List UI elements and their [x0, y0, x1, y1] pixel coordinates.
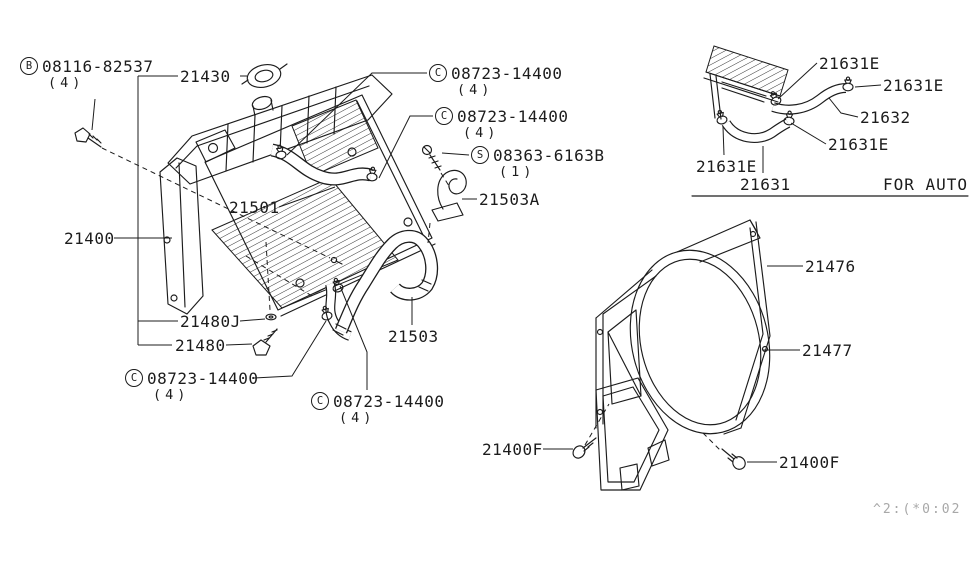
part-label-21631E-left[interactable]: 21631E — [696, 156, 757, 176]
part-label-21631E-right[interactable]: 21631E — [883, 75, 944, 95]
drain-plug-drawing — [252, 241, 278, 356]
part-label-21480[interactable]: 21480 — [175, 335, 226, 355]
shroud-bolts-drawing — [572, 403, 746, 470]
hose-bracket-drawing — [427, 169, 467, 244]
lower-hose-drawing — [332, 229, 439, 336]
circle-b-icon: B — [20, 57, 38, 75]
leader-lines — [91, 62, 882, 463]
circle-c-icon: C — [311, 392, 329, 410]
part-label-21503A[interactable]: 21503A — [479, 189, 540, 209]
part-label-21501[interactable]: 21501 — [229, 197, 280, 217]
part-label-21503[interactable]: 21503 — [388, 326, 439, 346]
part-label-21631E-top[interactable]: 21631E — [819, 53, 880, 73]
qty-label: (4) — [463, 125, 500, 141]
part-label-21430[interactable]: 21430 — [180, 66, 231, 86]
part-label-21631[interactable]: 21631 — [740, 174, 791, 194]
part-label-21632[interactable]: 21632 — [860, 107, 911, 127]
part-label-21400F-left[interactable]: 21400F — [482, 439, 543, 459]
fan-shroud-drawing — [595, 219, 771, 435]
radiator-cap-drawing — [241, 63, 288, 89]
circle-c-icon: C — [435, 107, 453, 125]
qty-label: (1) — [499, 164, 536, 180]
part-label-21476[interactable]: 21476 — [805, 256, 856, 276]
upper-hose-drawing — [270, 143, 379, 186]
circle-s-icon: S — [471, 146, 489, 164]
part-label-21400[interactable]: 21400 — [64, 228, 115, 248]
part-label-21631E-mid[interactable]: 21631E — [828, 134, 889, 154]
outlet-stub-drawing — [319, 276, 352, 341]
plate-code-watermark: ^2:(*0:02 — [873, 502, 962, 517]
part-label-21480J[interactable]: 21480J — [180, 311, 241, 331]
qty-label: (4) — [153, 387, 190, 403]
hidden-edge-dash — [245, 255, 313, 297]
qty-label: (4) — [48, 75, 85, 91]
lower-shroud-drawing — [595, 377, 670, 491]
radiator-drawing — [159, 74, 436, 317]
bracket-screw-drawing — [421, 144, 450, 187]
circle-c-icon: C — [429, 64, 447, 82]
inset-drawing — [691, 45, 969, 197]
qty-label: (4) — [457, 82, 494, 98]
for-auto-note: FOR AUTO — [883, 175, 969, 194]
part-label-21400F-right[interactable]: 21400F — [779, 452, 840, 472]
circle-c-icon: C — [125, 369, 143, 387]
qty-label: (4) — [339, 410, 376, 426]
mount-bolt-drawing — [74, 127, 343, 265]
part-label-21477[interactable]: 21477 — [802, 340, 853, 360]
